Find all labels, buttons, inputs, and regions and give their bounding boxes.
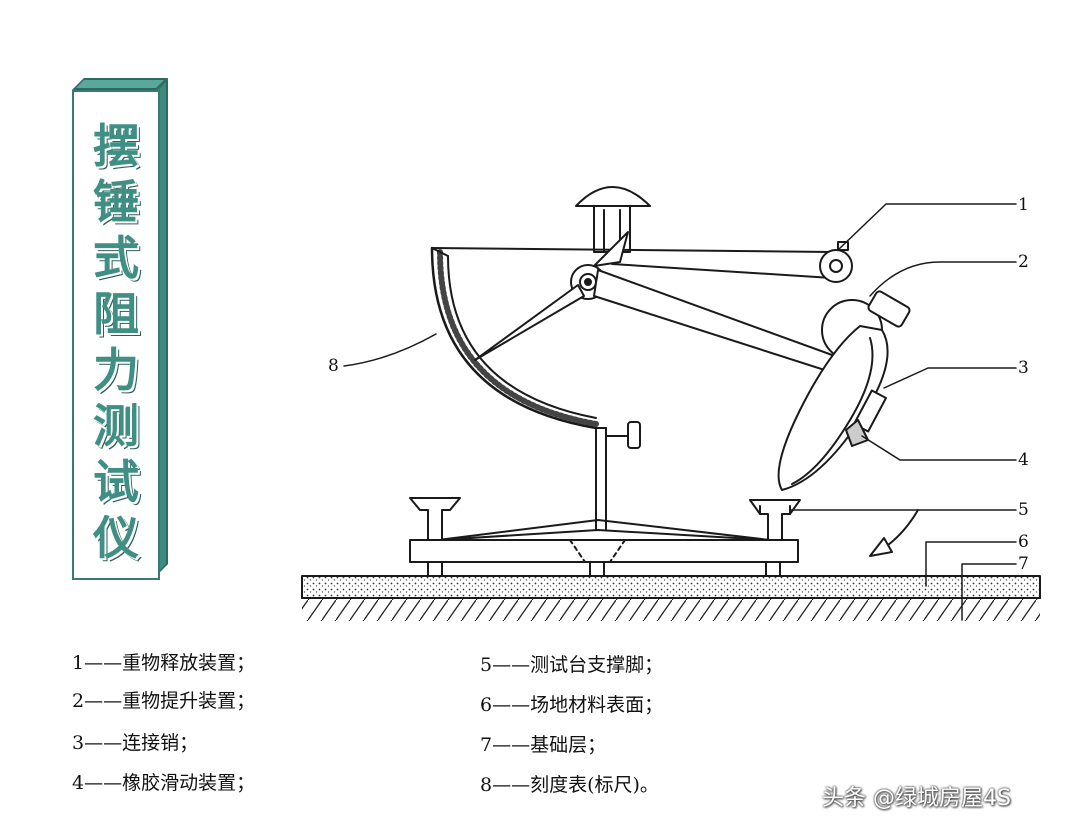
pendulum-tester-diagram bbox=[301, 186, 1041, 621]
title-char: 摆 bbox=[93, 119, 139, 173]
base-frame bbox=[437, 519, 771, 541]
surface-layer bbox=[301, 575, 1041, 599]
legend-item-8: 8——刻度表(标尺)。 bbox=[480, 774, 659, 796]
top-bar bbox=[431, 247, 833, 253]
release-device bbox=[819, 249, 853, 283]
title-char: 测 bbox=[93, 399, 139, 453]
legend-item-6: 6——场地材料表面； bbox=[480, 694, 664, 716]
foot bbox=[589, 561, 605, 577]
legend-item-3: 3——连接销； bbox=[72, 732, 199, 754]
callout-label: 3 bbox=[1018, 358, 1029, 378]
title-char: 锤 bbox=[93, 175, 139, 229]
watermark: 头条 @绿城房屋4S bbox=[822, 786, 1011, 811]
foundation-layer bbox=[302, 599, 1040, 621]
leveling-screw-left bbox=[409, 497, 461, 541]
pointer-needle bbox=[474, 284, 585, 361]
title-char: 式 bbox=[93, 231, 139, 285]
foot bbox=[427, 561, 443, 577]
legend-item-1: 1——重物释放装置； bbox=[72, 652, 256, 674]
title-char: 试 bbox=[93, 455, 139, 509]
scale-arc bbox=[430, 246, 598, 430]
leveling-screw-right bbox=[749, 499, 801, 541]
foot bbox=[765, 561, 781, 577]
legend-item-5: 5——测试台支撑脚； bbox=[480, 654, 664, 676]
callout-label: 1 bbox=[1018, 195, 1029, 215]
callout-label: 6 bbox=[1018, 532, 1029, 552]
title-banner: 摆 锤 式 阻 力 测 试 仪 bbox=[72, 78, 168, 580]
callout-label: 8 bbox=[328, 356, 339, 376]
legend-item-4: 4——橡胶滑动装置； bbox=[72, 772, 256, 794]
top-cap bbox=[575, 186, 651, 207]
height-knob bbox=[627, 421, 641, 449]
callout-label: 5 bbox=[1018, 500, 1029, 520]
vertical-title: 摆 锤 式 阻 力 测 试 仪 bbox=[72, 120, 160, 564]
direction-arrow bbox=[883, 509, 919, 549]
legend-item-2: 2——重物提升装置； bbox=[72, 690, 256, 712]
title-char: 阻 bbox=[93, 287, 139, 341]
pendulum-head bbox=[777, 325, 889, 491]
base-plate bbox=[409, 539, 799, 563]
banner-front-face bbox=[72, 90, 160, 580]
callout-label: 4 bbox=[1018, 450, 1029, 470]
title-char: 仪 bbox=[93, 511, 139, 565]
callout-label: 2 bbox=[1018, 252, 1029, 272]
legend-item-7: 7——基础层； bbox=[480, 734, 607, 756]
title-char: 力 bbox=[93, 343, 139, 397]
callout-label: 7 bbox=[1018, 554, 1029, 574]
